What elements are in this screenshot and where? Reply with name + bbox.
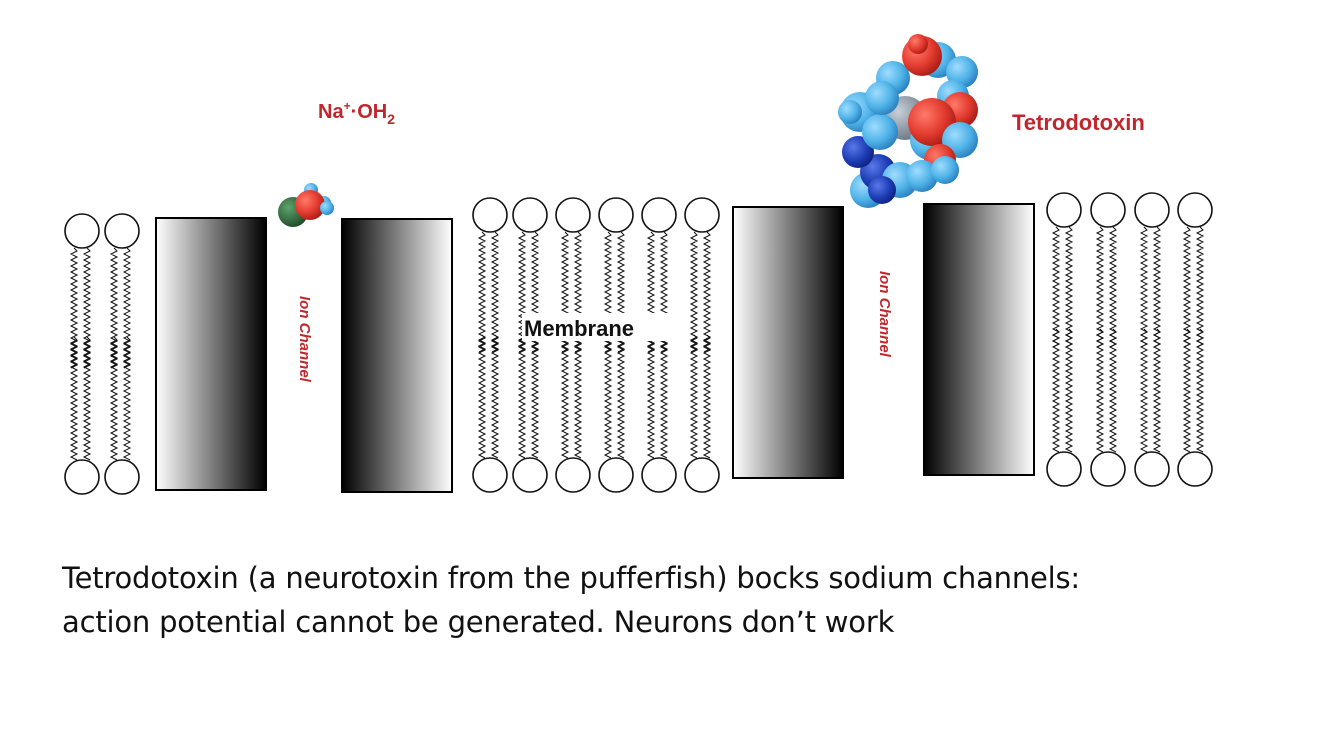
lipid-head bbox=[684, 197, 720, 233]
lipid-tail bbox=[490, 231, 500, 353]
caption: Tetrodotoxin (a neurotoxin from the puff… bbox=[62, 556, 1262, 644]
ion-channel-1-left-wall bbox=[155, 217, 267, 491]
lipid-tail bbox=[1095, 328, 1105, 453]
tetrodotoxin-atom bbox=[865, 81, 899, 115]
ion-channel-label-2: Ion Channel bbox=[876, 271, 893, 358]
lipid-tail bbox=[573, 334, 583, 459]
lipid-tail bbox=[689, 334, 699, 459]
lipid-tail bbox=[689, 231, 699, 353]
tetrodotoxin-atom bbox=[842, 136, 874, 168]
ion-channel-2-left-wall bbox=[732, 206, 844, 479]
lipid-tail bbox=[702, 231, 712, 353]
lipid-tail bbox=[1152, 328, 1162, 453]
lipid-head bbox=[598, 197, 634, 233]
lipid-tail bbox=[490, 334, 500, 459]
tetrodotoxin-atom bbox=[908, 34, 928, 54]
lipid-tail bbox=[616, 334, 626, 459]
tetrodotoxin-molecule bbox=[838, 34, 978, 208]
lipid-tail bbox=[109, 247, 119, 369]
lipid-head bbox=[684, 457, 720, 493]
lipid-tail bbox=[1064, 328, 1074, 453]
lipid-head bbox=[598, 457, 634, 493]
lipid-tail bbox=[517, 334, 527, 459]
lipid-tail bbox=[1051, 328, 1061, 453]
lipid-tail bbox=[702, 334, 712, 459]
tetrodotoxin-atom bbox=[868, 176, 896, 204]
lipid-head bbox=[641, 457, 677, 493]
lipid-tail bbox=[477, 334, 487, 459]
lipid-head bbox=[1046, 192, 1082, 228]
lipid-head bbox=[1177, 192, 1213, 228]
tetrodotoxin-atom bbox=[946, 56, 978, 88]
membrane-label-bg bbox=[522, 313, 672, 341]
lipid-head bbox=[1134, 451, 1170, 487]
lipid-tail bbox=[109, 336, 119, 461]
lipid-tail bbox=[1182, 328, 1192, 453]
tetrodotoxin-atom bbox=[931, 156, 959, 184]
lipid-head bbox=[1177, 451, 1213, 487]
lipid-head bbox=[1046, 451, 1082, 487]
lipid-tail bbox=[82, 247, 92, 369]
lipid-head bbox=[1090, 192, 1126, 228]
lipid-tail bbox=[1051, 226, 1061, 348]
lipid-tail bbox=[659, 334, 669, 459]
lipid-tail bbox=[1139, 328, 1149, 453]
lipid-tail bbox=[477, 231, 487, 353]
tetrodotoxin-atom bbox=[906, 160, 938, 192]
lipid-head bbox=[555, 197, 591, 233]
lipid-tail bbox=[69, 336, 79, 461]
lipid-tail bbox=[1152, 226, 1162, 348]
lipid-head bbox=[104, 213, 140, 249]
lipid-tail bbox=[1195, 226, 1205, 348]
lipid-head bbox=[472, 457, 508, 493]
lipid-head bbox=[1134, 192, 1170, 228]
lipid-tail bbox=[1095, 226, 1105, 348]
tetrodotoxin-atom bbox=[838, 100, 862, 124]
lipid-tail bbox=[1108, 226, 1118, 348]
ion-channel-label-1: Ion Channel bbox=[296, 296, 313, 383]
caption-line-2: action potential cannot be generated. Ne… bbox=[62, 605, 895, 639]
ion-channel-1-right-wall bbox=[341, 218, 453, 493]
lipid-head bbox=[555, 457, 591, 493]
lipid-head bbox=[64, 213, 100, 249]
lipid-head bbox=[1090, 451, 1126, 487]
lipid-head bbox=[64, 459, 100, 495]
sodium-hydrate-label: Na+·OH2 bbox=[318, 99, 395, 127]
lipid-tail bbox=[1108, 328, 1118, 453]
lipid-tail bbox=[603, 334, 613, 459]
ion-channel-2-right-wall bbox=[923, 203, 1035, 476]
lipid-tail bbox=[1064, 226, 1074, 348]
lipid-tail bbox=[122, 247, 132, 369]
sodium-water-molecule bbox=[278, 183, 334, 227]
lipid-head bbox=[512, 457, 548, 493]
lipid-tail bbox=[122, 336, 132, 461]
lipid-tail bbox=[1182, 226, 1192, 348]
membrane-diagram: Ion Channel Ion Channel Membrane Na+·OH2… bbox=[64, 34, 1213, 495]
lipid-tail bbox=[560, 334, 570, 459]
lipid-tail bbox=[1139, 226, 1149, 348]
lipid-head bbox=[512, 197, 548, 233]
tetrodotoxin-atom bbox=[862, 114, 898, 150]
lipid-tail bbox=[530, 334, 540, 459]
lipid-tail bbox=[1195, 328, 1205, 453]
caption-line-1: Tetrodotoxin (a neurotoxin from the puff… bbox=[62, 561, 1080, 595]
membrane-label: Membrane bbox=[524, 316, 634, 341]
lipid-head bbox=[641, 197, 677, 233]
lipid-tail bbox=[69, 247, 79, 369]
lipid-head bbox=[472, 197, 508, 233]
lipid-tail bbox=[646, 334, 656, 459]
tetrodotoxin-label: Tetrodotoxin bbox=[1012, 110, 1145, 135]
lipid-tail bbox=[82, 336, 92, 461]
lipid-bilayer bbox=[64, 192, 1213, 495]
lipid-head bbox=[104, 459, 140, 495]
